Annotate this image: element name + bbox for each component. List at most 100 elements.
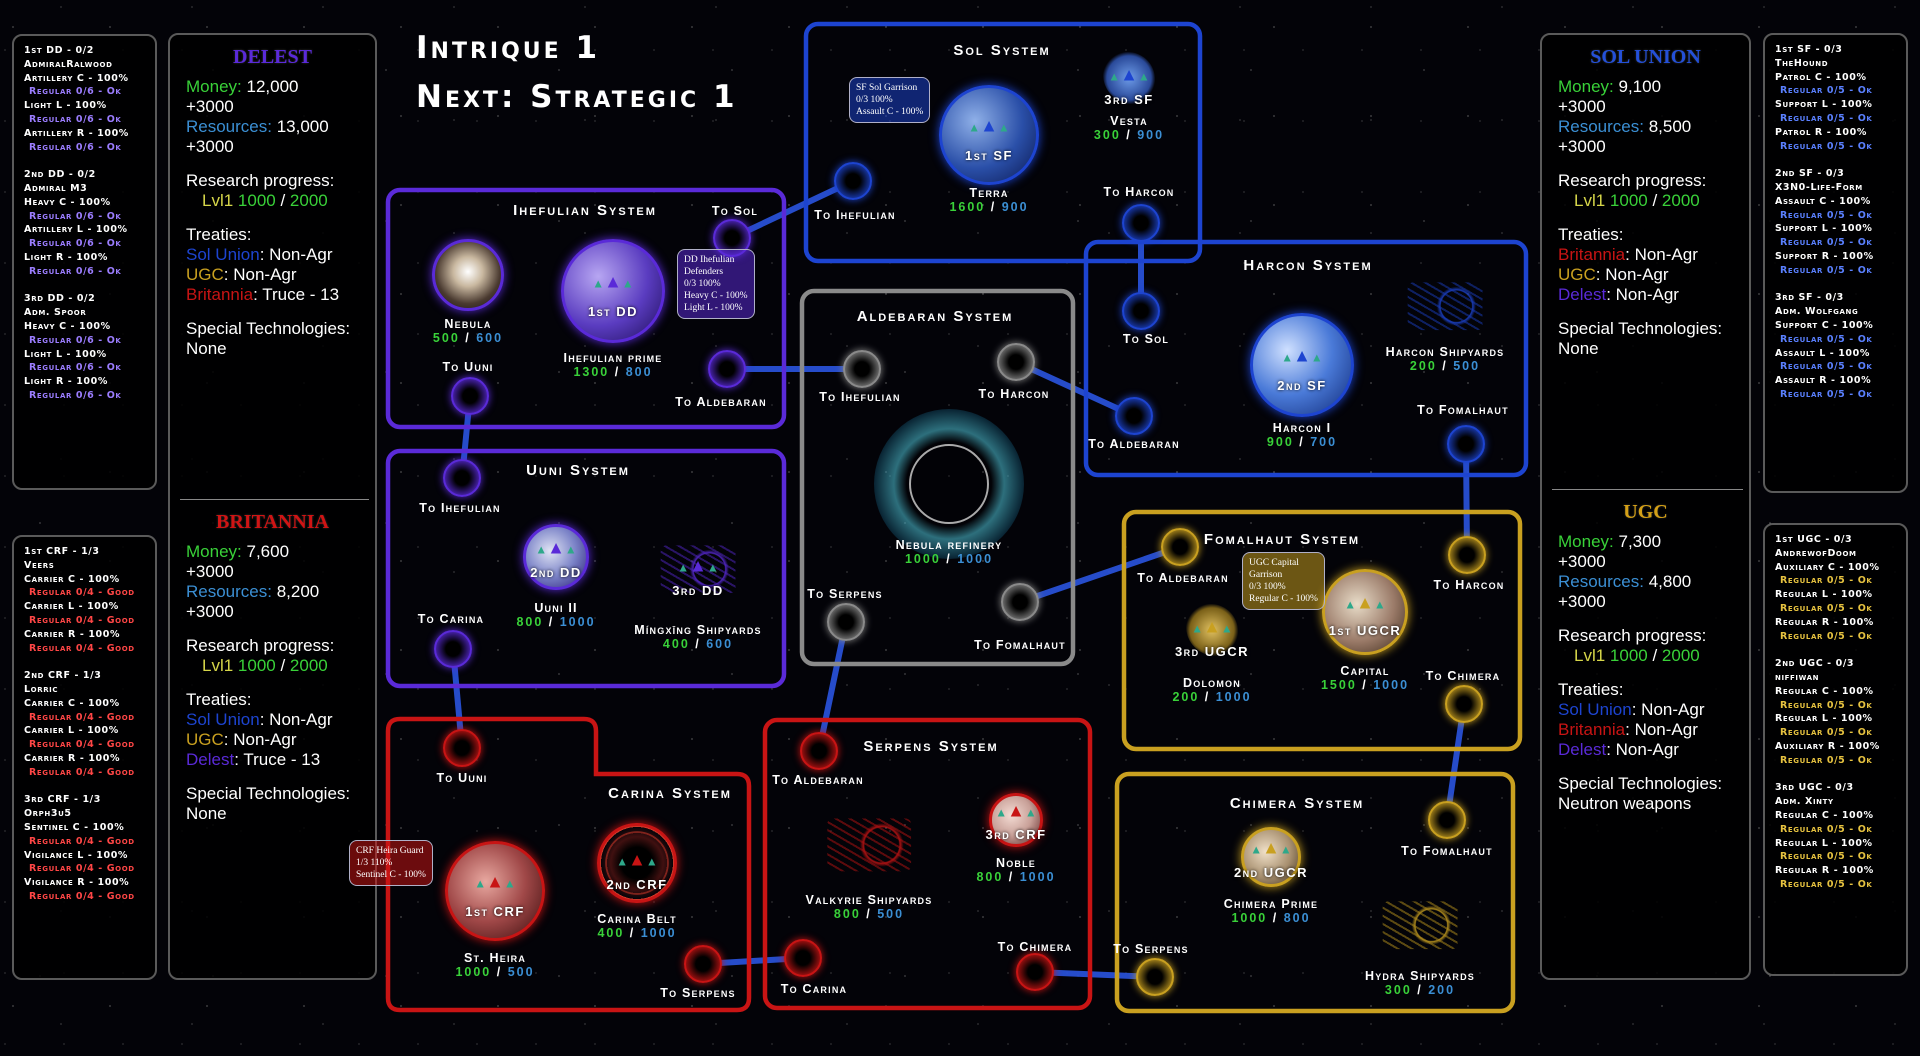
planet-icon[interactable] (989, 793, 1043, 847)
planet-icon[interactable] (523, 524, 589, 590)
fleet-ships-icon[interactable]: ▲▲▲ (1191, 618, 1233, 637)
warp-label[interactable]: To Sol (1122, 332, 1170, 346)
planet-icon[interactable] (1241, 827, 1301, 887)
warp-label[interactable]: To Serpens (660, 986, 736, 1000)
fleet-label[interactable]: 2nd UGCR (1233, 864, 1309, 880)
warp-node[interactable] (1122, 204, 1160, 242)
warp-label[interactable]: To Carina (417, 612, 485, 626)
warp-node[interactable] (1001, 583, 1039, 621)
fleet-label[interactable]: 1st CRF (465, 903, 525, 919)
fleet-ships-icon[interactable]: ▲▲▲ (677, 557, 719, 576)
warp-label[interactable]: To Chimera (997, 940, 1073, 954)
warp-node[interactable] (684, 945, 722, 983)
fleet-label[interactable]: 2nd SF (1277, 378, 1327, 393)
planet-icon[interactable] (1103, 52, 1155, 104)
warp-label[interactable]: To Fomalhaut (974, 638, 1066, 652)
warp-label[interactable]: To Harcon (978, 387, 1050, 401)
shipyard-icon[interactable] (660, 545, 736, 593)
warp-node[interactable] (1122, 292, 1160, 330)
warp-node[interactable] (784, 939, 822, 977)
warp-node[interactable] (1161, 528, 1199, 566)
warp-label[interactable]: To Uuni (442, 360, 494, 374)
planet-icon[interactable] (939, 85, 1039, 185)
fleet-ships-icon[interactable]: ▲▲▲ (616, 851, 658, 870)
fleet-label[interactable]: 3rd DD (672, 583, 724, 598)
warp-label[interactable]: To Ihefulian (819, 390, 901, 404)
fleet-ships-icon[interactable]: ▲▲▲ (1344, 594, 1386, 613)
planet-icon[interactable] (597, 823, 677, 903)
planet-icon[interactable] (1186, 604, 1238, 656)
warp-node[interactable] (827, 603, 865, 641)
shipyard-icon[interactable] (1407, 282, 1483, 330)
warp-label[interactable]: To Serpens (1113, 942, 1189, 956)
warp-label[interactable]: To Carina (780, 982, 848, 996)
warp-label[interactable]: To Chimera (1425, 669, 1501, 683)
warp-label[interactable]: To Sol (711, 204, 759, 218)
warp-label[interactable]: To Aldebaran (772, 773, 864, 787)
fleet-label[interactable]: 3rd SF (1104, 92, 1154, 107)
warp-label[interactable]: To Ihefulian (814, 208, 896, 222)
warp-label[interactable]: To Aldebaran (1137, 571, 1229, 585)
warp-label[interactable]: To Uuni (436, 771, 488, 785)
shipyard-icon[interactable] (827, 818, 911, 872)
fleet-label[interactable]: 3rd UGCR (1174, 644, 1250, 659)
warp-node[interactable] (834, 162, 872, 200)
warp-label[interactable]: To Fomalhaut (1417, 403, 1509, 417)
warp-node[interactable] (1136, 958, 1174, 996)
warp-node[interactable] (997, 343, 1035, 381)
warp-node[interactable] (1115, 397, 1153, 435)
warp-label[interactable]: To Harcon (1433, 578, 1505, 592)
warp-node[interactable] (1448, 536, 1486, 574)
warp-label[interactable]: To Ihefulian (419, 501, 501, 515)
fleet-ships-icon[interactable]: ▲▲▲ (592, 273, 634, 292)
warp-node[interactable] (1016, 953, 1054, 991)
warp-node[interactable] (1447, 425, 1485, 463)
fleet-ships-icon[interactable]: ▲▲▲ (968, 117, 1010, 136)
fleet-label[interactable]: 1st SF (965, 147, 1013, 163)
warp-node[interactable] (708, 350, 746, 388)
fleet-ships-icon[interactable]: ▲▲▲ (1250, 839, 1292, 858)
warp-node[interactable] (451, 377, 489, 415)
fleet-ships-icon[interactable]: ▲▲▲ (474, 873, 516, 892)
fleet-ships-icon[interactable]: ▲▲▲ (1108, 66, 1150, 85)
fleet-label[interactable]: 3rd CRF (985, 826, 1047, 842)
warp-node[interactable] (443, 459, 481, 497)
planet-icon[interactable] (432, 239, 504, 311)
fleet-label[interactable]: 1st DD (587, 304, 639, 319)
planet-icon[interactable] (445, 841, 545, 941)
warp-node[interactable] (443, 729, 481, 767)
planet-icon[interactable] (1250, 313, 1354, 417)
warp-label[interactable]: To Aldebaran (1088, 437, 1180, 451)
fleet-label[interactable]: 2nd CRF (606, 877, 668, 892)
planet-icon[interactable] (561, 239, 665, 343)
fleet-ships-icon[interactable]: ▲▲▲ (535, 539, 577, 558)
fleet-label[interactable]: 1st UGCR (1328, 622, 1402, 638)
shipyard-icon[interactable] (1382, 901, 1458, 949)
warp-label[interactable]: To Serpens (807, 587, 883, 601)
warp-node[interactable] (843, 350, 881, 388)
warp-label[interactable]: To Harcon (1103, 185, 1175, 199)
fleet-label[interactable]: 2nd DD (530, 565, 582, 581)
warp-node[interactable] (1428, 801, 1466, 839)
warp-node[interactable] (800, 732, 838, 770)
warp-node[interactable] (1445, 685, 1483, 723)
treaty-row: Delest: Truce - 13 (186, 750, 321, 769)
warp-label[interactable]: To Aldebaran (675, 395, 767, 409)
warp-label[interactable]: To Fomalhaut (1401, 844, 1493, 858)
planet-icon[interactable] (1322, 569, 1408, 655)
fleet-ships-icon[interactable]: ▲▲▲ (1281, 347, 1323, 366)
warp-node[interactable] (434, 630, 472, 668)
fleet-ships-icon[interactable]: ▲▲▲ (995, 802, 1037, 821)
